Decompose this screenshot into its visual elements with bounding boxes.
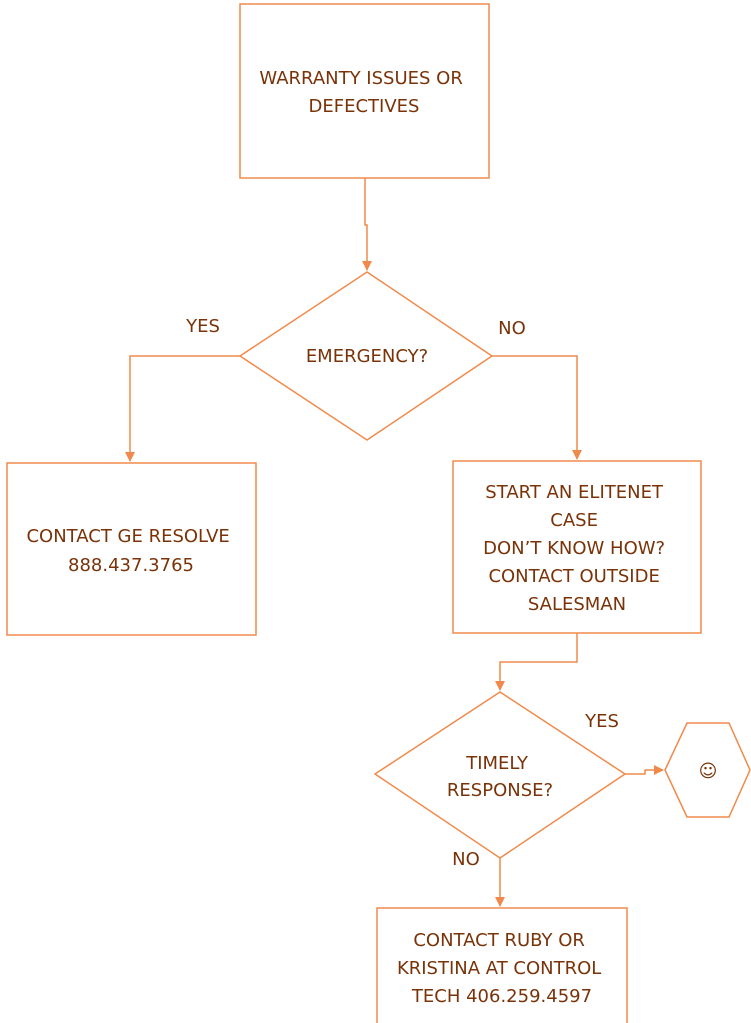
edge-timely-yes <box>625 765 664 775</box>
timely-response-decision-line: RESPONSE? <box>447 780 553 801</box>
edge-start-to-emergency <box>362 178 372 271</box>
start-box <box>239 3 490 179</box>
edge-label-timely-yes: YES <box>584 711 619 732</box>
smiley-end-hexagon <box>664 722 751 818</box>
emergency-decision <box>238 271 494 441</box>
control-tech-box-line: CONTACT RUBY OR <box>413 930 585 951</box>
start-box-line: DEFECTIVES <box>309 96 420 117</box>
edge-emergency-yes <box>125 355 240 462</box>
control-tech-box-line: KRISTINA AT CONTROL <box>397 958 601 979</box>
start-box-line: WARRANTY ISSUES OR <box>259 68 462 89</box>
elitenet-box-line: DON’T KNOW HOW? <box>483 538 665 559</box>
elitenet-box-line: CONTACT OUTSIDE <box>488 566 659 587</box>
emergency-decision-text: EMERGENCY? <box>306 346 428 367</box>
edge-elitenet-to-timely <box>495 633 578 691</box>
control-tech-box-line: TECH 406.259.4597 <box>411 986 592 1007</box>
timely-response-decision-line: TIMELY <box>465 753 529 774</box>
control-tech-box-text: CONTACT RUBY OR KRISTINA AT CONTROL TECH… <box>397 930 607 1007</box>
ge-resolve-box-line: CONTACT GE RESOLVE <box>26 526 229 547</box>
ge-resolve-box <box>6 462 257 636</box>
elitenet-box-line: SALESMAN <box>528 594 626 615</box>
elitenet-box-text: START AN ELITENET CASE DON’T KNOW HOW? C… <box>483 482 671 615</box>
edge-label-emergency-yes: YES <box>185 316 220 337</box>
timely-response-decision-text: TIMELY RESPONSE? <box>447 753 553 801</box>
ge-resolve-box-text: CONTACT GE RESOLVE 888.437.3765 <box>26 526 235 576</box>
edge-label-timely-no: NO <box>452 849 480 870</box>
connectors <box>125 178 664 907</box>
timely-response-decision <box>373 691 627 859</box>
edge-label-emergency-no: NO <box>498 318 526 339</box>
elitenet-box-line: START AN ELITENET <box>485 482 664 503</box>
elitenet-box-line: CASE <box>550 510 598 531</box>
control-tech-box <box>376 907 628 1023</box>
edge-emergency-no <box>490 355 582 460</box>
ge-resolve-box-line: 888.437.3765 <box>68 555 194 576</box>
start-box-text: WARRANTY ISSUES OR DEFECTIVES <box>259 68 468 117</box>
emergency-decision-line: EMERGENCY? <box>306 346 428 367</box>
smiley-icon: ☺ <box>699 761 718 782</box>
elitenet-box <box>452 460 702 634</box>
